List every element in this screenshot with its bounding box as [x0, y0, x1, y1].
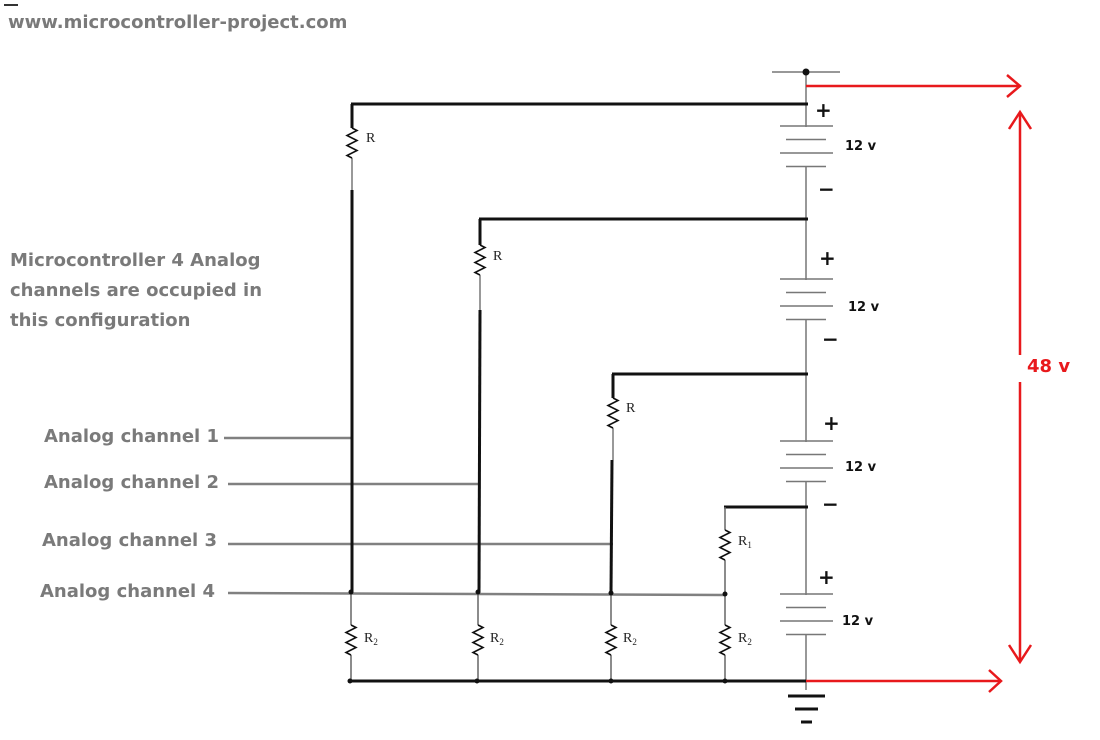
total-voltage: 48 v: [1027, 356, 1070, 377]
resistor-r-3: [606, 397, 620, 429]
wires: [348, 102, 808, 683]
resistor-r1: [718, 529, 732, 561]
channel-label-1: Analog channel 1: [44, 426, 219, 447]
resistor-r-2: [473, 244, 487, 276]
label-r2-4: R2: [738, 631, 752, 647]
note-line-3: this configuration: [10, 310, 190, 331]
top-node: [802, 68, 810, 76]
battery-gap: [800, 442, 812, 481]
channel-label-3: Analog channel 3: [42, 530, 217, 551]
battery-3-minus: −: [822, 492, 839, 516]
battery-4: [780, 593, 833, 636]
span-arrowhead-down: [1007, 644, 1033, 665]
label-r2-3: R2: [623, 631, 637, 647]
battery-1-plus: +: [815, 98, 832, 122]
battery-3-voltage: 12 v: [845, 460, 877, 475]
battery-2-plus: +: [819, 246, 836, 270]
top-arrowhead: [1006, 74, 1022, 98]
battery-3: [780, 440, 833, 483]
watermark: www.microcontroller-project.com: [8, 12, 347, 33]
battery-gap: [800, 595, 812, 634]
resistor-r2-3: [604, 624, 618, 656]
battery-gap: [800, 280, 812, 319]
label-r-1: R: [366, 131, 376, 146]
battery-1-voltage: 12 v: [845, 139, 877, 154]
resistor-r2-1: [344, 624, 358, 656]
channel-label-2: Analog channel 2: [44, 472, 219, 493]
battery-3-plus: +: [823, 411, 840, 435]
label-r1: R1: [738, 534, 752, 550]
battery-2: [780, 278, 833, 321]
battery-4-voltage: 12 v: [842, 614, 874, 629]
battery-4-plus: +: [818, 565, 835, 589]
bottom-arrowhead: [988, 669, 1003, 693]
label-r-3: R: [626, 401, 636, 416]
note-line-2: channels are occupied in: [10, 280, 262, 301]
battery-2-minus: −: [822, 327, 839, 351]
resistor-r-1: [345, 127, 359, 159]
channel-wires: [224, 436, 726, 597]
battery-1-minus: −: [818, 177, 835, 201]
resistor-r2-4: [718, 624, 732, 656]
span-arrowhead-up: [1007, 109, 1033, 130]
label-r-2: R: [493, 249, 503, 264]
resistor-r2-2: [471, 624, 485, 656]
channel-label-4: Analog channel 4: [40, 581, 215, 602]
label-r2-2: R2: [490, 631, 504, 647]
battery-1: [780, 125, 833, 168]
ground-icon: [788, 694, 825, 724]
battery-2-voltage: 12 v: [848, 300, 880, 315]
label-r2-1: R2: [364, 631, 378, 647]
thin-wires: [350, 507, 726, 681]
voltage-arrows: [806, 74, 1033, 693]
note-line-1: Microcontroller 4 Analog: [10, 250, 261, 271]
battery-gap: [800, 127, 812, 166]
junction-dots: [347, 589, 728, 684]
